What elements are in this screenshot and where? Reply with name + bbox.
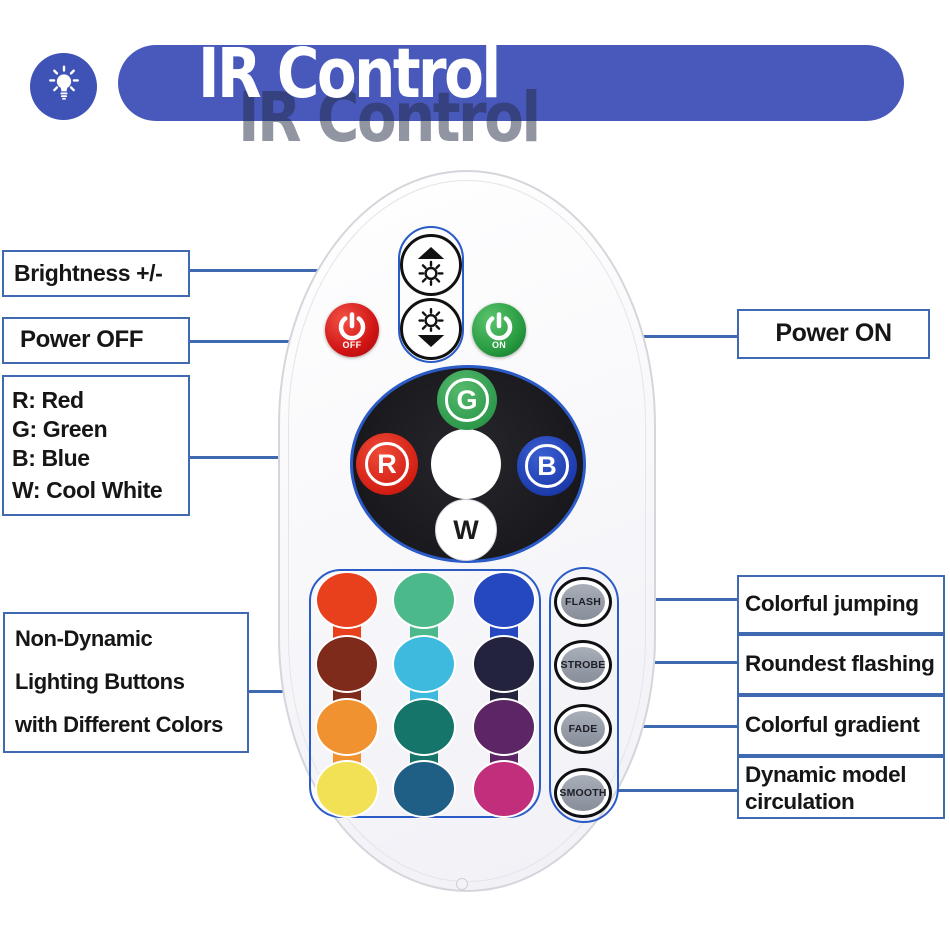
callout-rgbw-legend: R: Red G: Green B: Blue W: Cool White (2, 375, 190, 516)
callout-non-dynamic-line1: Non-Dynamic (15, 626, 153, 652)
power-on-button: ON (472, 303, 526, 357)
green-button: G (437, 370, 497, 430)
callout-colorful-gradient-label: Colorful gradient (745, 712, 920, 738)
power-icon (485, 312, 513, 341)
lightbulb-icon (48, 64, 79, 100)
color-button-r2c2 (394, 637, 454, 691)
leader-line-strobe (611, 661, 739, 664)
banner-title-shadow: IR Control (238, 78, 541, 158)
callout-power-on: Power ON (737, 309, 930, 359)
callout-dynamic-model-line1: Dynamic model (745, 761, 907, 787)
power-off-button: OFF (325, 303, 379, 357)
color-button-r1c2 (394, 573, 454, 627)
legend-red: R: Red (12, 386, 84, 413)
leader-line-fade (611, 725, 739, 728)
color-button-r4c1 (317, 762, 377, 816)
color-button-r2c3 (474, 637, 534, 691)
color-grid-outline (309, 569, 541, 818)
color-button-r2c1 (317, 637, 377, 691)
leader-line-rgbw (190, 456, 355, 459)
pad-center-circle (431, 429, 501, 499)
callout-brightness-label: Brightness +/- (14, 260, 163, 287)
callout-brightness: Brightness +/- (2, 250, 190, 297)
blue-button: B (517, 436, 577, 496)
remote-body: OFF ON G R B W (278, 170, 656, 892)
legend-green: G: Green (12, 415, 108, 442)
mode-button-flash-label: FLASH (561, 584, 605, 620)
callout-non-dynamic-line2: Lighting Buttons (15, 669, 185, 695)
callout-power-off: Power OFF (2, 317, 190, 364)
callout-colorful-jumping-label: Colorful jumping (745, 591, 919, 617)
color-button-r3c2 (394, 700, 454, 754)
mode-group-outline (549, 567, 619, 823)
remote-bottom-notch (456, 878, 468, 890)
power-on-button-label: ON (491, 340, 507, 350)
color-button-r4c2 (394, 762, 454, 816)
color-button-r3c1 (317, 700, 377, 754)
sun-icon (424, 314, 438, 328)
callout-non-dynamic: Non-Dynamic Lighting Buttons with Differ… (3, 612, 249, 753)
mode-button-fade-label: FADE (561, 711, 605, 747)
color-button-r4c3 (474, 762, 534, 816)
callout-roundest-flashing: Roundest flashing (737, 634, 945, 695)
callout-non-dynamic-line3: with Different Colors (15, 711, 223, 737)
power-icon (338, 312, 366, 341)
mode-button-smooth: SMOOTH (554, 768, 612, 818)
color-button-r3c3 (474, 700, 534, 754)
leader-line-power-off (190, 340, 360, 343)
leader-line-brightness (190, 269, 398, 272)
red-button-label: R (377, 448, 397, 479)
brightness-down-icon (417, 308, 445, 347)
callout-power-on-label: Power ON (775, 319, 892, 348)
blue-button-label: B (537, 450, 557, 481)
callout-power-off-label: Power OFF (20, 326, 144, 354)
callout-dynamic-model: Dynamic model circulation (737, 756, 945, 819)
down-arrow-icon (417, 335, 445, 347)
mode-button-flash: FLASH (554, 577, 612, 627)
mode-button-fade: FADE (554, 704, 612, 754)
color-button-r1c1 (317, 573, 377, 627)
brightness-group-outline (398, 226, 464, 363)
legend-cool-white: W: Cool White (12, 477, 163, 504)
power-off-button-label: OFF (342, 340, 362, 350)
banner-title: IR Control (198, 34, 501, 114)
callout-colorful-jumping: Colorful jumping (737, 575, 945, 634)
mode-button-smooth-label: SMOOTH (559, 775, 606, 811)
lightbulb-badge (30, 53, 97, 120)
banner (118, 45, 904, 121)
callout-roundest-flashing-label: Roundest flashing (745, 651, 935, 677)
leader-line-flash (608, 598, 739, 601)
leader-line-non-dynamic (247, 690, 309, 693)
white-button: W (435, 499, 497, 561)
color-button-r1c3 (474, 573, 534, 627)
mode-button-strobe: STROBE (554, 640, 612, 690)
brightness-up-icon (417, 247, 445, 286)
sun-icon (424, 266, 438, 280)
legend-blue: B: Blue (12, 444, 90, 471)
brightness-down-button (400, 298, 462, 360)
callout-colorful-gradient: Colorful gradient (737, 695, 945, 756)
red-button: R (356, 433, 418, 495)
callout-dynamic-model-line2: circulation (745, 788, 855, 814)
green-button-label: G (456, 384, 478, 415)
brightness-up-button (400, 234, 462, 296)
up-arrow-icon (417, 247, 445, 259)
leader-line-smooth (609, 789, 739, 792)
white-button-label: W (453, 514, 479, 545)
mode-button-strobe-label: STROBE (561, 647, 605, 683)
